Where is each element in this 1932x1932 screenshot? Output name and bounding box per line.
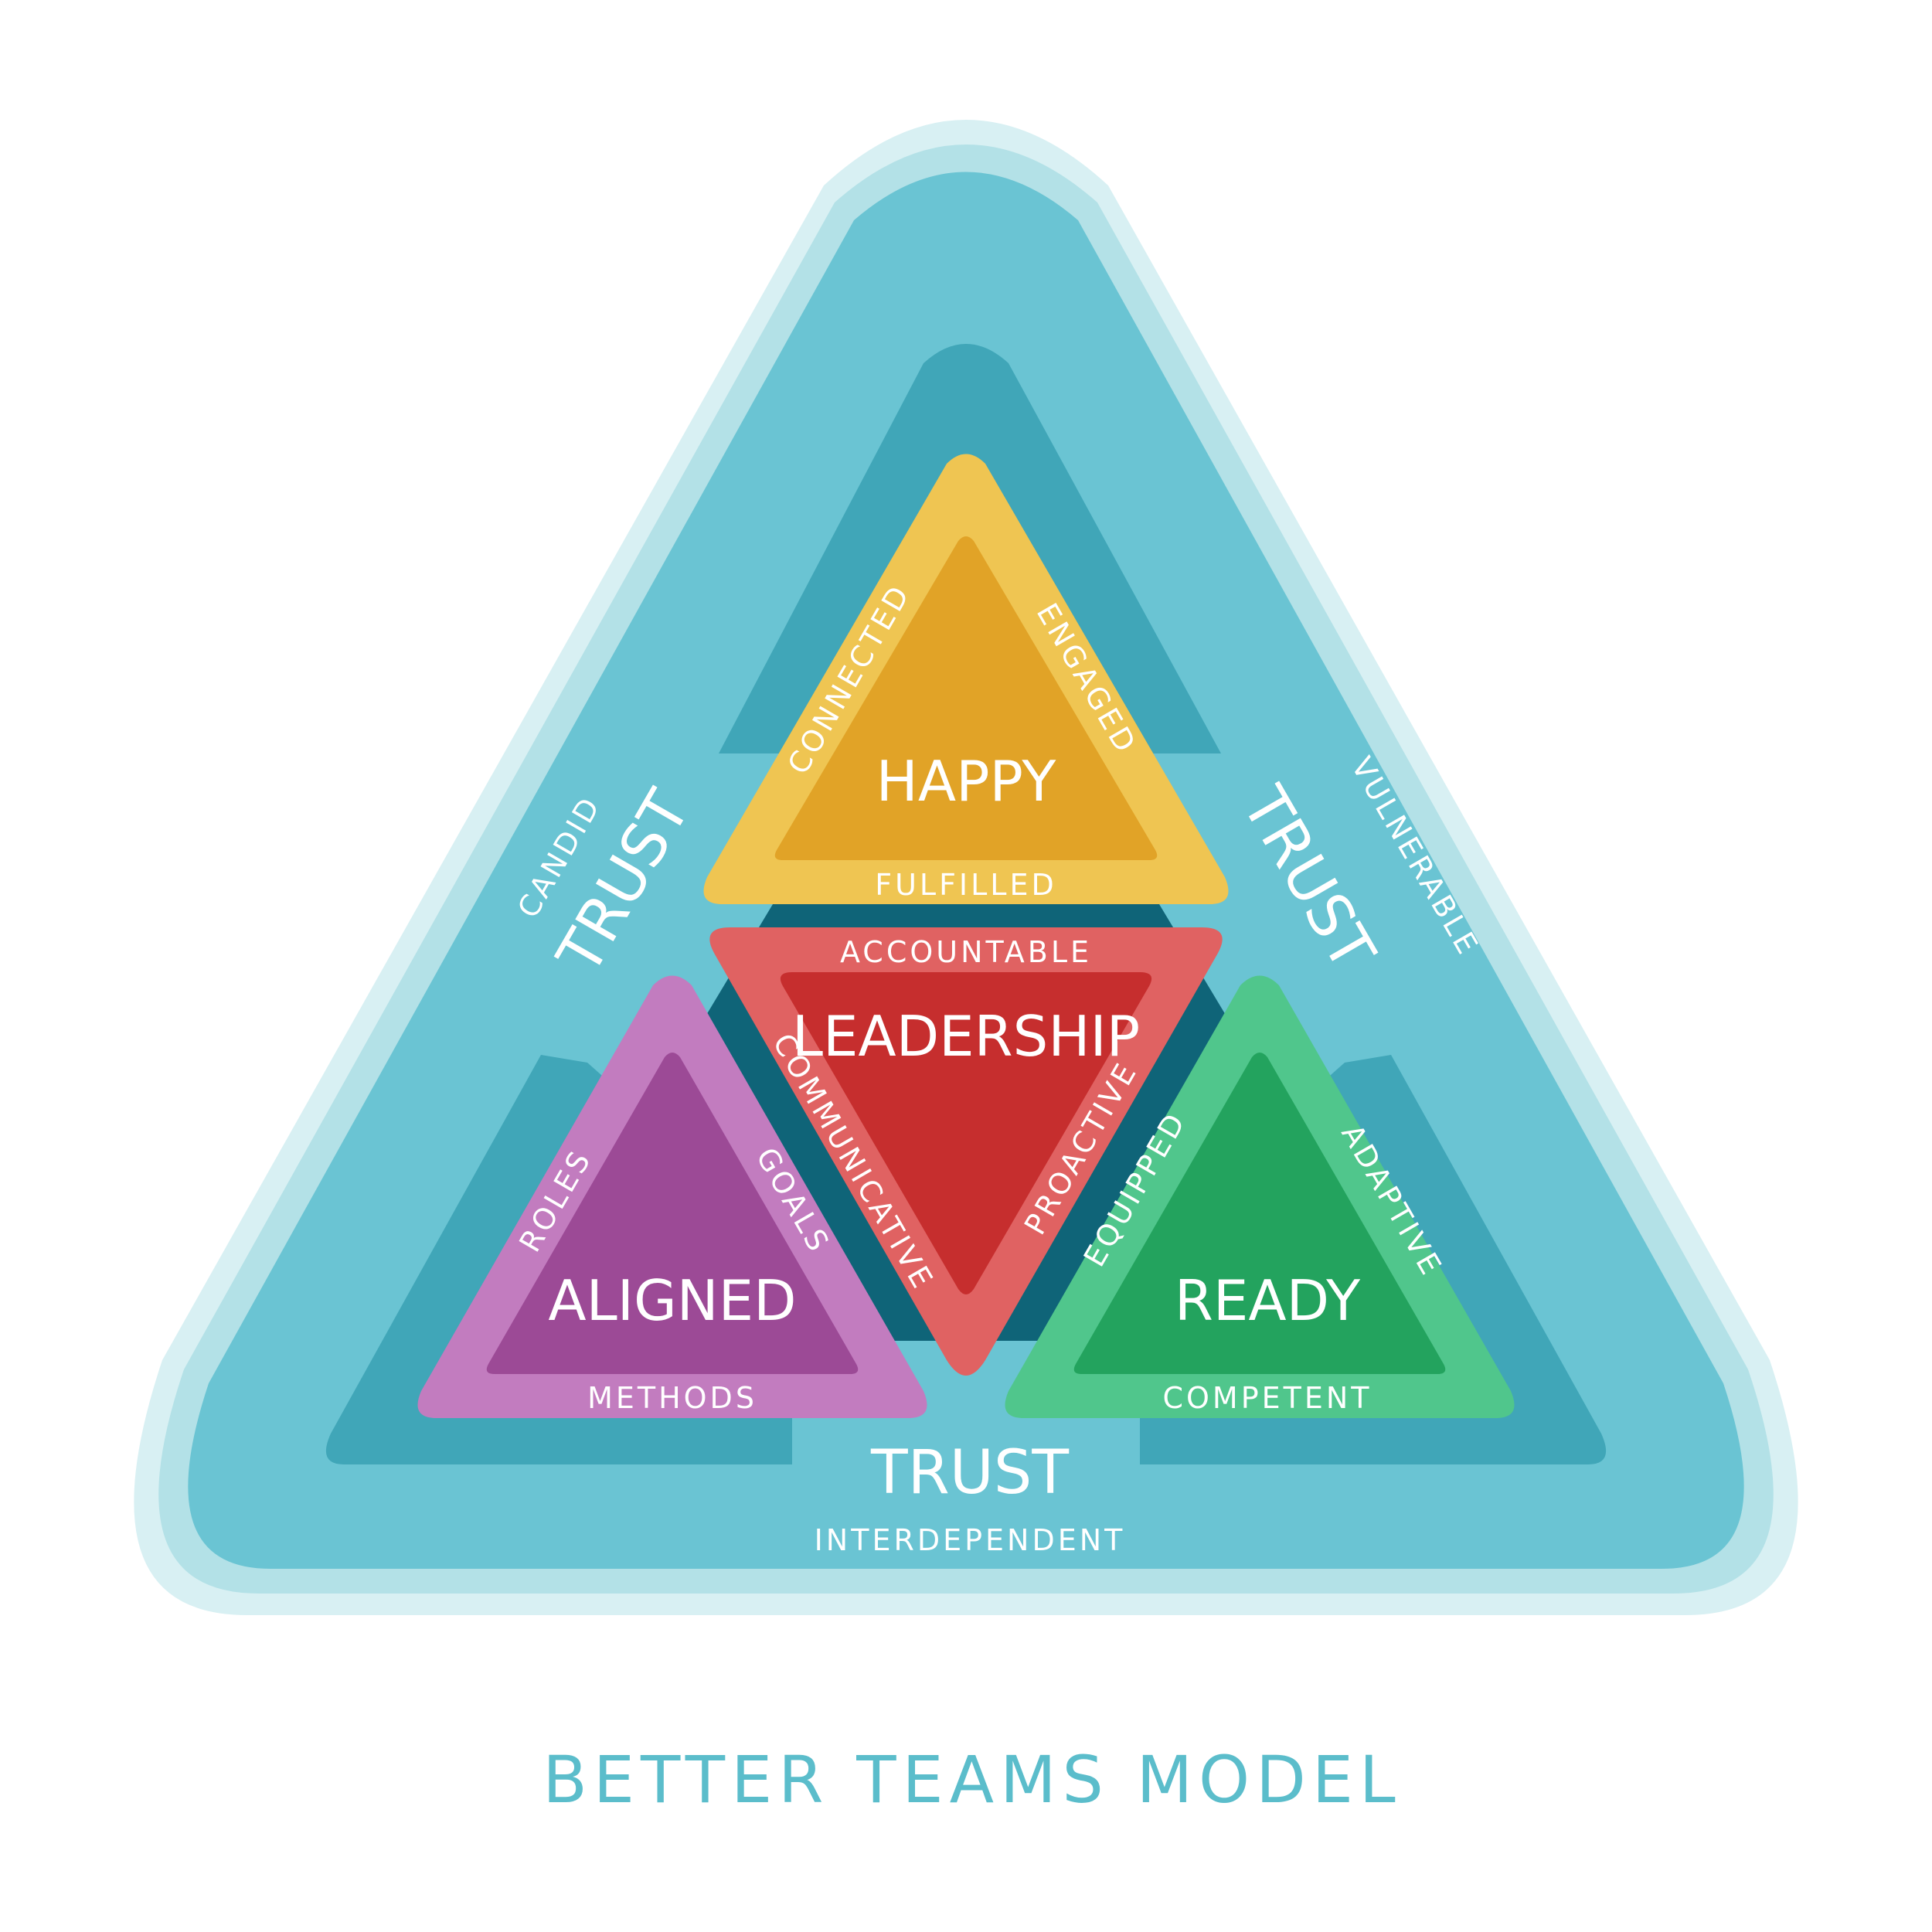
trust-bottom-label: TRUST (870, 1438, 1069, 1508)
happy-inner-triangle (774, 536, 1158, 860)
trust-bottom-sub: INTERDEPENDENT (815, 1523, 1126, 1557)
happy-bottom-label: FULFILLED (875, 868, 1057, 902)
leadership-label: LEADERSHIP (792, 1004, 1140, 1069)
aligned-inner-triangle (486, 1053, 859, 1374)
aligned-label: ALIGNED (548, 1268, 796, 1333)
ready-label: READY (1175, 1268, 1361, 1333)
aligned-bottom-label: METHODS (587, 1381, 757, 1415)
leadership-top-label: ACCOUNTABLE (840, 935, 1092, 969)
happy-label: HAPPY (876, 749, 1057, 814)
ready-bottom-label: COMPETENT (1162, 1381, 1372, 1415)
leadership-inner-triangle (780, 972, 1152, 1294)
page-title: BETTER TEAMS MODEL (543, 1742, 1401, 1818)
ready-inner-triangle (1073, 1053, 1446, 1374)
